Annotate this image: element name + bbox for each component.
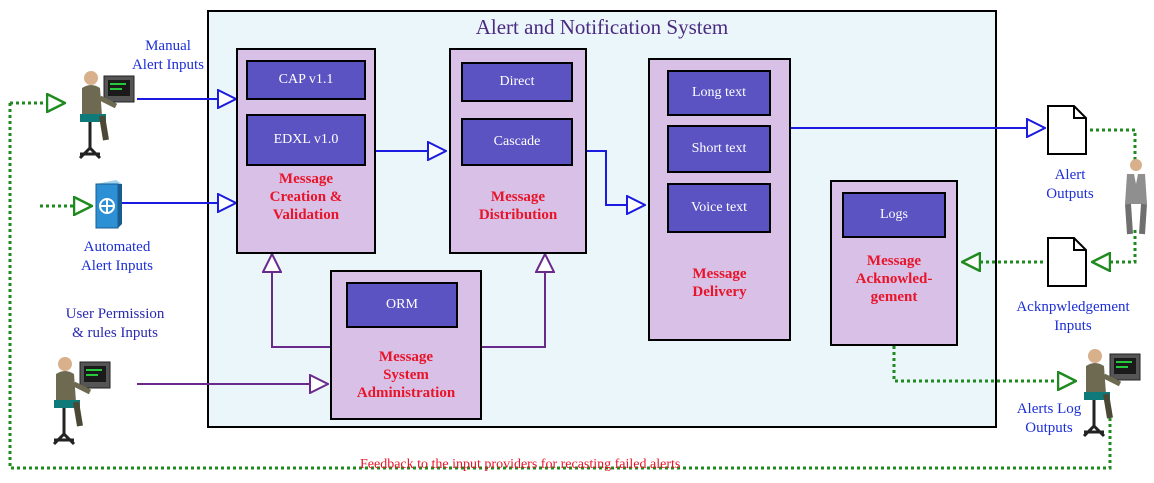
flow-person-to-ack-doc	[1092, 230, 1137, 262]
flow-ack-to-log-output	[892, 346, 1076, 381]
person-icon	[1125, 159, 1147, 235]
chip-cascade: Cascade	[461, 118, 573, 166]
document-icon	[1047, 237, 1087, 287]
computer-user-icon	[52, 357, 111, 446]
feedback-label: Feedback to the input providers for reca…	[360, 457, 681, 472]
flow-alert-doc-to-person	[1090, 128, 1137, 165]
server-icon	[95, 180, 122, 229]
computer-user-icon	[1082, 349, 1141, 438]
chip-edxl: EDXL v1.0	[246, 114, 366, 166]
label-permission-inputs: User Permission& rules Inputs	[65, 306, 165, 341]
document-icon	[1047, 105, 1087, 155]
chip-short-text: Short text	[667, 125, 771, 173]
module-label-acknowledgement: Message Acknowled- gement	[855, 253, 933, 305]
flow-admin-to-creation	[272, 254, 330, 348]
flow-admin-to-distribution	[482, 254, 545, 348]
chip-long-text: Long text	[667, 70, 771, 116]
chip-logs: Logs	[842, 192, 946, 238]
chip-voice-text: Voice text	[667, 183, 771, 233]
chip-cap: CAP v1.1	[246, 60, 366, 100]
system-title: Alert and Notification System	[475, 15, 729, 39]
chip-direct: Direct	[461, 62, 573, 102]
module-acknowledgement: Logs Message Acknowled- gement	[830, 180, 958, 346]
computer-user-icon	[78, 71, 135, 160]
feedback-loop-line	[8, 103, 1112, 470]
chip-orm: ORM	[346, 282, 458, 328]
flow-distribution-to-delivery	[587, 150, 645, 205]
